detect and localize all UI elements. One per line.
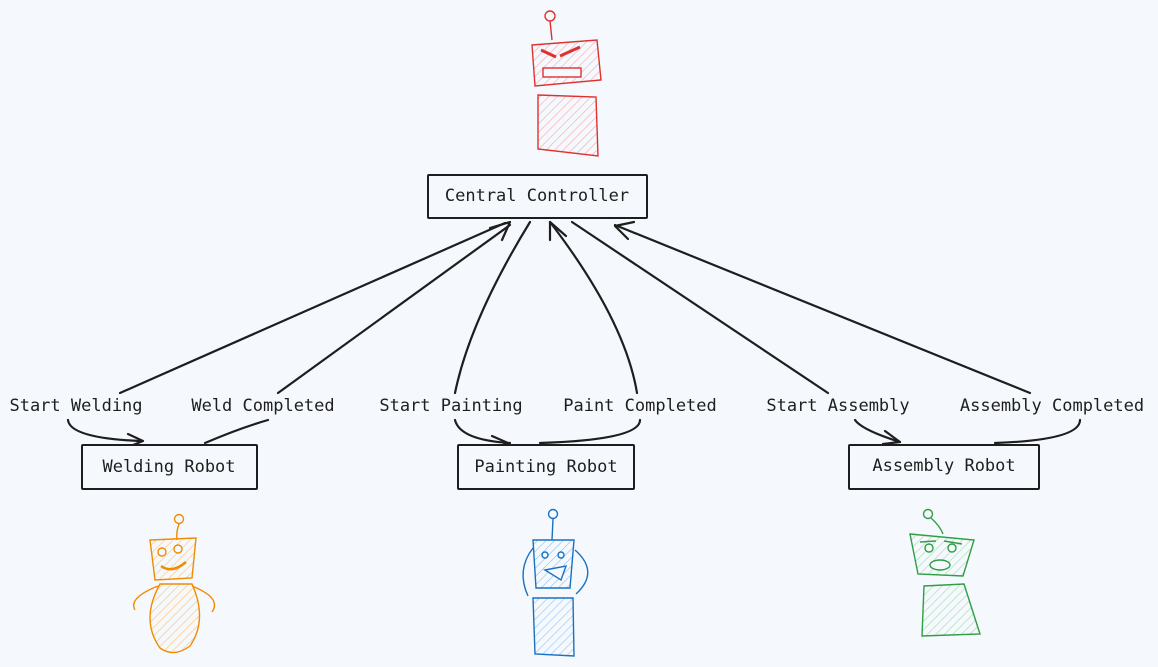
painting-robot-node[interactable]: Painting Robot — [457, 444, 635, 490]
blue-robot-icon — [522, 508, 589, 657]
central-controller-label: Central Controller — [445, 186, 629, 206]
edge-paint-completed[interactable] — [538, 220, 642, 445]
welding-robot-label: Welding Robot — [102, 457, 235, 477]
label-weld-completed: Weld Completed — [191, 396, 334, 416]
edge-assembly-completed[interactable] — [613, 220, 1082, 445]
orange-robot-icon — [133, 513, 216, 654]
edge-start-assembly[interactable] — [570, 220, 902, 446]
red-robot-icon — [531, 10, 602, 157]
painting-robot-label: Painting Robot — [474, 457, 617, 477]
green-robot-icon — [909, 508, 981, 637]
label-paint-completed: Paint Completed — [563, 396, 717, 416]
label-assembly-completed: Assembly Completed — [960, 396, 1144, 416]
assembly-robot-node[interactable]: Assembly Robot — [848, 444, 1040, 490]
label-start-welding: Start Welding — [9, 396, 142, 416]
label-start-assembly: Start Assembly — [766, 396, 909, 416]
edge-weld-completed[interactable] — [203, 220, 512, 445]
welding-robot-node[interactable]: Welding Robot — [81, 444, 258, 490]
assembly-robot-label: Assembly Robot — [872, 456, 1015, 476]
central-controller-node[interactable]: Central Controller — [427, 174, 648, 219]
label-start-painting: Start Painting — [379, 396, 522, 416]
